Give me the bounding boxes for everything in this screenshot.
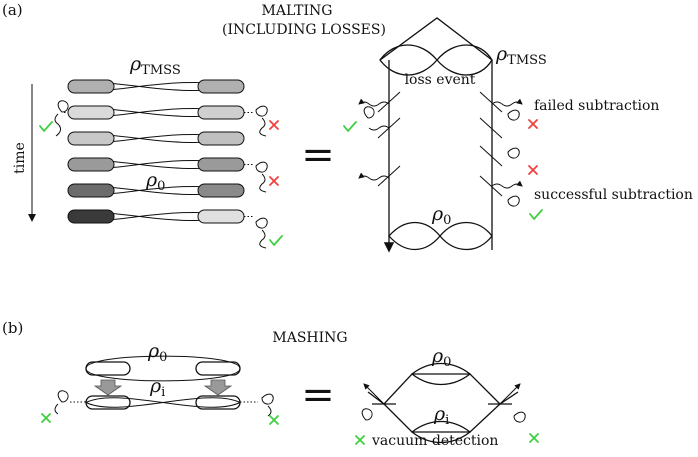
tmss-loop [379, 44, 493, 76]
detector-b-right [261, 393, 274, 405]
check-icon-circuit-right [529, 209, 543, 220]
mode-rho0-right [195, 361, 241, 376]
cross-icon-green-b-right [269, 415, 279, 425]
bs-left-3 [377, 165, 401, 187]
detector-wire-b-left [54, 403, 59, 415]
mode-right [197, 157, 245, 172]
rho-tmss-right: ρTMSS [495, 43, 547, 68]
bs-right-2 [479, 117, 503, 139]
vacuum-detection-label: vacuum detection [371, 433, 498, 449]
mode-right [197, 209, 245, 224]
mode-rho0-left [85, 361, 131, 376]
detector-wire-b-right [267, 405, 272, 417]
cross-icon-circuit-2 [528, 165, 538, 175]
cross-icon-green-circuit-right [529, 433, 539, 443]
cross-icon-red-2 [269, 176, 279, 186]
time-label: time [12, 142, 28, 174]
rho-tmss-left: ρTMSS [129, 53, 181, 78]
check-icon-circuit-left [343, 121, 357, 132]
mode-left [67, 183, 115, 198]
detector-wire-left-1 [54, 113, 62, 137]
loss-wave-left-2 [358, 172, 390, 181]
rho-i-b: ρi [149, 375, 165, 400]
panel-b-label: (b) [2, 319, 23, 337]
detector-right-1 [255, 105, 268, 117]
upper-path [367, 373, 519, 405]
bs-right-4 [479, 175, 503, 197]
down-arrow-left [93, 379, 123, 396]
panel-a-label: (a) [2, 1, 23, 19]
detector-left-1 [57, 100, 69, 113]
out-arrow-right [499, 383, 521, 405]
loss-event-label: loss event [405, 72, 476, 88]
mashing-circuit: ρ0 ρi vacuum detection [355, 345, 539, 449]
rho-zero-b: ρ0 [147, 340, 167, 365]
mode-right [197, 79, 245, 94]
equals-a: = [301, 132, 335, 178]
rho-zero-left: ρ0 [145, 169, 165, 194]
panel-a-title: MALTING [262, 3, 333, 19]
rho-zero-loop [388, 222, 493, 250]
rhoi-loop-circuit [410, 420, 472, 444]
detector-circuit-left [363, 106, 375, 119]
mode-left [67, 131, 115, 146]
mode-left [67, 157, 115, 172]
successful-subtraction-label: successful subtraction [534, 187, 693, 203]
equals-b: = [301, 372, 335, 418]
detector-circuit-b-right [513, 411, 526, 423]
detector-wire-right-2 [259, 173, 267, 193]
detector-circuit-b-left [361, 408, 373, 421]
detector-circuit-right-3 [507, 195, 520, 207]
circuit-a: ρTMSS loss event failed subtraction succ [343, 17, 693, 253]
cross-icon-red-1 [269, 120, 279, 130]
out-arrow-left [363, 383, 385, 405]
rho0-loop-circuit [410, 362, 472, 386]
panel-a-subtitle: (INCLUDING LOSSES) [222, 22, 386, 38]
loss-wave-right-2 [491, 180, 523, 189]
failed-subtraction-label: failed subtraction [534, 98, 659, 114]
bs-left-1 [377, 91, 401, 113]
cross-icon-circuit-1 [528, 119, 538, 129]
mode-left [67, 209, 115, 224]
cross-icon-green-circuit-left [355, 435, 365, 445]
loss-wave-right-1 [491, 98, 523, 107]
detector-circuit-right-1 [507, 109, 520, 121]
rho-i-circuit: ρi [433, 403, 449, 428]
left-detectors [39, 100, 69, 137]
detector-wire-right-1 [259, 117, 267, 137]
mode-right [197, 105, 245, 120]
lower-path [383, 403, 501, 433]
mode-stack [64, 79, 254, 224]
detector-right-3 [255, 217, 268, 229]
loss-wave-left-1 [358, 98, 390, 107]
detector-b-left [57, 390, 69, 403]
detector-wire-right-3 [259, 229, 267, 249]
check-icon-right [269, 235, 283, 246]
panel-b-title: MASHING [272, 330, 347, 346]
cross-icon-green-b-left [41, 413, 51, 423]
detector-circuit-right-2 [507, 147, 520, 159]
mode-right [197, 131, 245, 146]
down-arrow-right [203, 379, 233, 396]
detector-right-2 [255, 161, 268, 173]
rho-zero-right: ρ0 [431, 203, 451, 228]
mashing-left: ρ0 ρi [41, 340, 279, 425]
mode-left [67, 79, 115, 94]
rho0-envelope [85, 355, 241, 382]
detector-wire-circuit-left [368, 125, 390, 131]
bs-right-1 [479, 91, 503, 113]
mode-left [67, 105, 115, 120]
check-icon-left [39, 121, 53, 132]
mode-right [197, 183, 245, 198]
bs-right-3 [479, 145, 503, 167]
source-triangle [379, 17, 493, 61]
right-detectors-left-stack [255, 105, 283, 249]
rho-zero-circuit: ρ0 [431, 345, 451, 370]
